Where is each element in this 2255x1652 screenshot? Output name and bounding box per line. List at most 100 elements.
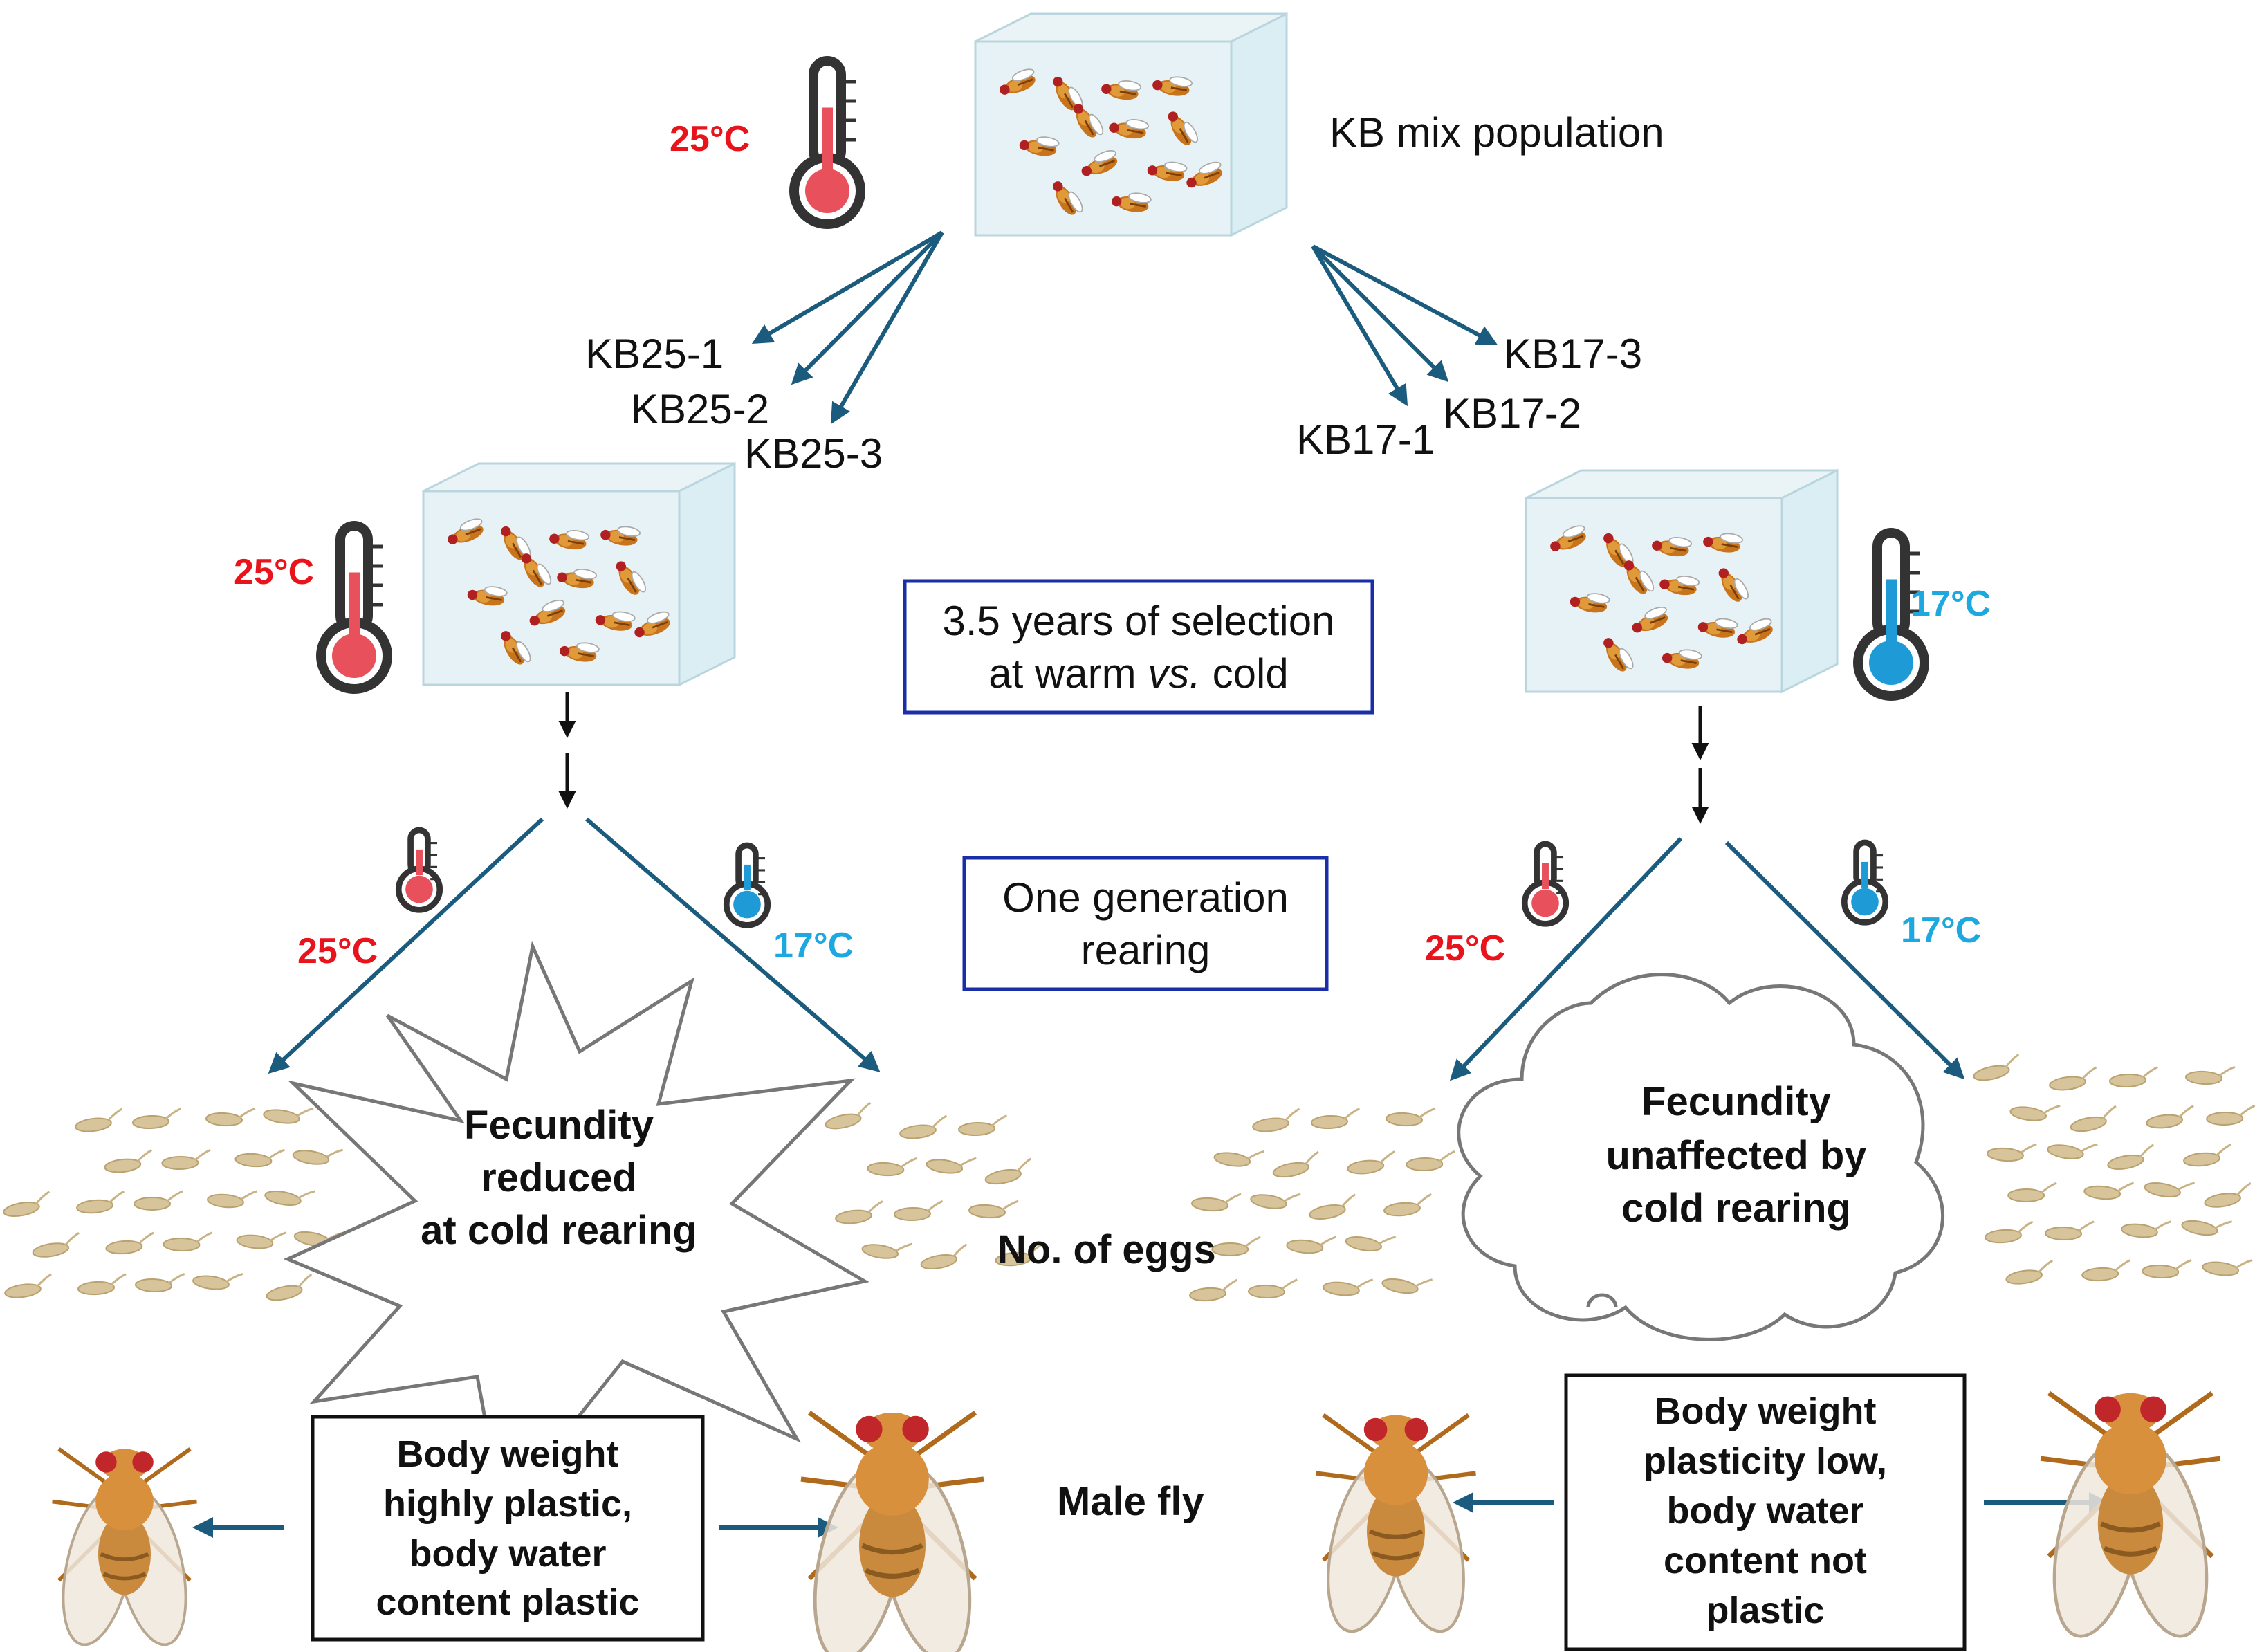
down-arrows bbox=[558, 692, 1709, 824]
split-arrows bbox=[751, 230, 1498, 425]
selection-box bbox=[903, 579, 1374, 715]
male-fly-left-large bbox=[800, 1411, 984, 1652]
arrow-to-kb17-2 bbox=[1311, 244, 1449, 383]
egg bbox=[234, 1145, 286, 1170]
egg bbox=[1188, 1278, 1240, 1303]
rearing-line2: rearing bbox=[1081, 927, 1211, 973]
fecundity-right-line1: Fecundity bbox=[1641, 1079, 1831, 1124]
body-left-line2: highly plastic, bbox=[383, 1483, 632, 1525]
egg bbox=[2104, 1144, 2158, 1173]
egg bbox=[75, 1190, 127, 1215]
egg bbox=[1985, 1139, 2038, 1164]
egg bbox=[1285, 1231, 1338, 1257]
male-fly-right-large bbox=[2040, 1391, 2221, 1638]
line-kb25-1: KB25-1 bbox=[585, 331, 724, 377]
egg bbox=[131, 1107, 183, 1130]
egg bbox=[2184, 1063, 2236, 1087]
temp-label-top: 25°C bbox=[670, 119, 750, 159]
egg bbox=[2202, 1182, 2255, 1211]
fecundity-right-line3: cold rearing bbox=[1621, 1186, 1851, 1231]
egg bbox=[2007, 1182, 2058, 1203]
line-kb25-2: KB25-2 bbox=[631, 386, 769, 432]
egg bbox=[2008, 1098, 2061, 1126]
egg bbox=[1983, 1220, 2036, 1245]
fecundity-left-line1: Fecundity bbox=[464, 1103, 654, 1148]
egg bbox=[1382, 1193, 1435, 1218]
temp-label-left-cold: 17°C bbox=[773, 926, 854, 966]
rearing-box bbox=[962, 856, 1329, 991]
arrow-to-kb25-2 bbox=[791, 230, 944, 385]
population-label: KB mix population bbox=[1329, 109, 1664, 156]
egg bbox=[2083, 1177, 2135, 1203]
temp-label-warm-cage: 25°C bbox=[234, 552, 314, 592]
egg bbox=[1385, 1105, 1437, 1128]
thermometer-left-cold bbox=[723, 842, 771, 928]
cage-mix-population bbox=[974, 12, 1288, 237]
thermometer-top-warm bbox=[789, 56, 865, 229]
egg bbox=[1345, 1150, 1398, 1177]
egg bbox=[1321, 1273, 1374, 1300]
body-right-line4: content not bbox=[1664, 1540, 1867, 1581]
egg bbox=[2067, 1105, 2121, 1135]
male-fly-right-small bbox=[1316, 1413, 1476, 1633]
selection-line2: at warm vs. cold bbox=[988, 650, 1288, 697]
egg bbox=[918, 1243, 971, 1272]
body-right-line2: plasticity low, bbox=[1644, 1440, 1887, 1482]
egg bbox=[2119, 1215, 2173, 1242]
arrow-to-kb17-3 bbox=[1311, 244, 1498, 345]
cage-cold-selected bbox=[1525, 468, 1839, 694]
egg bbox=[1306, 1193, 1360, 1222]
egg bbox=[2108, 1065, 2160, 1089]
egg bbox=[2047, 1066, 2100, 1093]
egg bbox=[866, 1155, 918, 1178]
egg bbox=[2142, 1173, 2196, 1203]
line-kb17-2: KB17-2 bbox=[1443, 390, 1581, 437]
egg bbox=[2080, 1259, 2133, 1283]
fecundity-left-line2: reduced bbox=[481, 1155, 637, 1200]
temp-label-right-cold: 17°C bbox=[1901, 910, 1981, 951]
selection-line1: 3.5 years of selection bbox=[943, 598, 1335, 644]
egg bbox=[191, 1267, 244, 1294]
egg bbox=[235, 1226, 288, 1253]
cage-warm-selected bbox=[422, 461, 736, 687]
egg bbox=[162, 1231, 214, 1253]
male-fly-left-small bbox=[52, 1447, 197, 1646]
temp-label-left-warm: 25°C bbox=[297, 931, 378, 971]
egg bbox=[73, 1108, 126, 1135]
egg bbox=[1343, 1227, 1397, 1257]
egg bbox=[30, 1231, 83, 1260]
line-kb17-1: KB17-1 bbox=[1296, 416, 1435, 463]
egg bbox=[2, 1273, 55, 1301]
thermometer-right-cold bbox=[1841, 839, 1889, 926]
egg bbox=[2200, 1253, 2254, 1280]
egg bbox=[893, 1200, 944, 1222]
egg bbox=[1380, 1269, 1434, 1299]
egg bbox=[2044, 1220, 2095, 1242]
egg bbox=[1249, 1185, 1302, 1214]
egg bbox=[134, 1271, 186, 1294]
egg bbox=[205, 1186, 258, 1211]
egg bbox=[263, 1273, 317, 1304]
body-right-line3: body water bbox=[1666, 1490, 1863, 1532]
egg bbox=[1309, 1107, 1361, 1130]
egg bbox=[967, 1196, 1020, 1221]
male-fly-label: Male fly bbox=[1057, 1479, 1204, 1524]
egg bbox=[2141, 1257, 2193, 1281]
egg bbox=[897, 1114, 950, 1141]
egg bbox=[261, 1101, 315, 1128]
egg bbox=[1212, 1144, 1265, 1171]
egg bbox=[2045, 1135, 2099, 1164]
egg bbox=[1211, 1236, 1262, 1257]
fecundity-right-line2: unaffected by bbox=[1605, 1133, 1866, 1178]
egg bbox=[822, 1101, 876, 1132]
egg bbox=[1405, 1150, 1456, 1172]
fecundity-left-line3: at cold rearing bbox=[421, 1208, 697, 1253]
body-left-line4: content plastic bbox=[376, 1581, 639, 1623]
egg bbox=[205, 1105, 257, 1128]
thermometer-warm-cage bbox=[316, 521, 392, 694]
rearing-arrows bbox=[268, 817, 1965, 1081]
thought-cloud bbox=[1457, 973, 1945, 1341]
egg bbox=[2144, 1104, 2197, 1131]
body-right-line5: plastic bbox=[1706, 1590, 1824, 1631]
egg bbox=[263, 1182, 316, 1211]
